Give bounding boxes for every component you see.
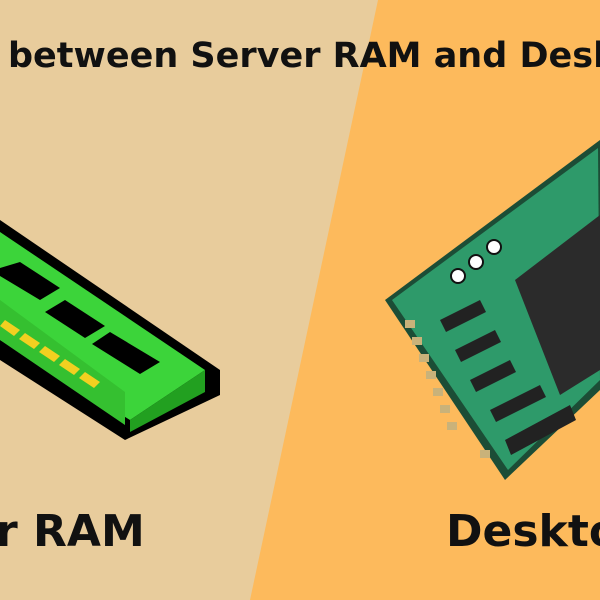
server-ram-label: r RAM [0,506,145,557]
desktop-ram-illustration [385,140,600,480]
desktop-ram-label: Deskto [446,506,600,557]
server-ram-illustration [0,220,220,440]
page-title: between Server RAM and Desk [8,36,600,76]
